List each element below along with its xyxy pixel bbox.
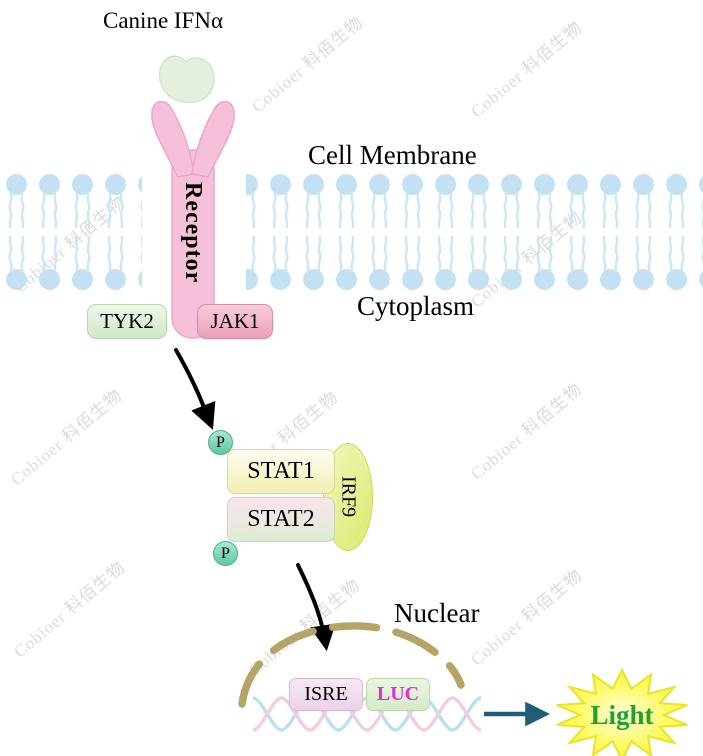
nuclear-label: Nuclear (394, 598, 480, 628)
tyk2-label: TYK2 (100, 309, 154, 333)
lipid-bilayer-membrane (0, 173, 703, 291)
phosphate-top: P (208, 430, 233, 455)
stat2-label: STAT2 (247, 506, 315, 532)
tyk2-kinase: TYK2 (87, 304, 167, 339)
watermark: Cobioer 科佰生物 (10, 557, 129, 662)
watermark: Cobioer 科佰生物 (248, 12, 367, 117)
jak1-kinase: JAK1 (197, 304, 273, 339)
watermark: Cobioer 科佰生物 (467, 207, 586, 312)
luc-label: LUC (376, 683, 420, 705)
watermark: Cobioer 科佰生物 (10, 192, 129, 297)
ligand-title: Canine IFNα (103, 8, 224, 33)
watermark: Cobioer 科佰生物 (7, 385, 126, 490)
light-label: Light (590, 700, 654, 730)
phosphate-label: P (216, 433, 225, 451)
isre-label: ISRE (304, 683, 348, 705)
cytoplasm-label: Cytoplasm (357, 291, 475, 321)
signal-arrow-receptor-to-stat (174, 348, 216, 430)
phosphate-label: P (221, 544, 230, 562)
receptor-label: Receptor (180, 182, 206, 284)
ifn-alpha-ligand-blob (158, 55, 215, 103)
signal-arrow-stat-to-nucleus (296, 563, 336, 652)
stat2-protein: STAT2 (227, 497, 335, 542)
isre-element: ISRE (289, 678, 363, 711)
watermark: Cobioer 科佰生物 (467, 379, 586, 484)
luc-reporter: LUC (366, 678, 430, 711)
cell-membrane-label: Cell Membrane (308, 140, 477, 170)
watermark: Cobioer 科佰生物 (467, 565, 586, 670)
watermark: Cobioer 科佰生物 (467, 17, 586, 122)
watermark: Cobioer 科佰生物 (245, 575, 364, 680)
phosphate-bottom: P (213, 541, 238, 566)
stat1-label: STAT1 (247, 458, 315, 484)
stat1-protein: STAT1 (227, 449, 335, 494)
irf9-label: IRF9 (337, 476, 360, 518)
jak1-label: JAK1 (210, 309, 260, 333)
